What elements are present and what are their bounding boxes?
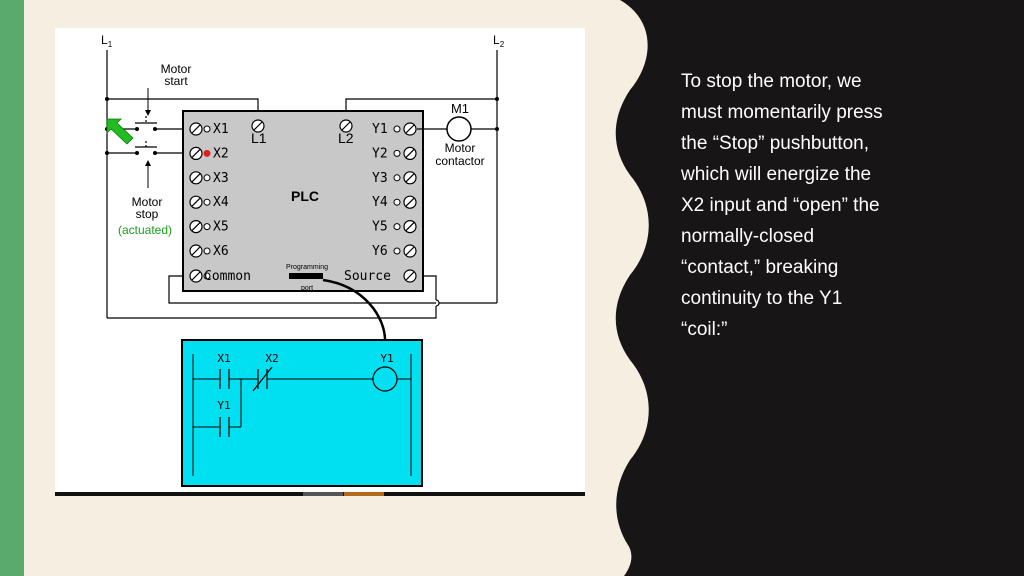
source-label: Source: [344, 269, 391, 284]
caption-line: continuity to the Y1: [681, 288, 843, 309]
output-terminal-y3: Y3: [372, 171, 417, 186]
ladder-y1-seal-label: Y1: [217, 399, 230, 412]
motor-contactor-coil: [446, 116, 472, 142]
plc-wiring-diagram: L1 L2 Motor start: [101, 33, 505, 487]
caption-line: X2 input and “open” the: [681, 195, 880, 216]
caption-line: normally-closed: [681, 226, 815, 247]
common-terminal: [189, 269, 211, 283]
plc-l2-label: L2: [338, 130, 354, 146]
output-label: Y4: [372, 195, 388, 210]
m1-label: M1: [451, 101, 469, 116]
input-terminal-x1: X1: [189, 122, 229, 137]
ladder-logic-screen: [181, 339, 423, 487]
ladder-x1-label: X1: [217, 352, 230, 365]
output-label: Y3: [372, 171, 388, 186]
common-label: Common: [204, 269, 251, 284]
plc-body: [182, 110, 424, 292]
output-label: Y1: [372, 122, 388, 137]
programming-port-label: Programming: [286, 264, 328, 271]
plc-l1-terminal: [251, 119, 265, 133]
plc-l1-label: L1: [251, 130, 267, 146]
caption-line: must momentarily press: [681, 102, 883, 123]
output-terminal-y5: Y5: [372, 220, 417, 235]
input-terminal-x2: X2: [189, 146, 229, 161]
input-label: X6: [213, 244, 229, 259]
input-terminal-x3: X3: [189, 171, 229, 186]
input-label: X1: [213, 122, 229, 137]
caption-line: To stop the motor, we: [681, 71, 862, 92]
motor-stop-label: Motor: [132, 195, 163, 209]
motor-contactor-label-2: contactor: [435, 154, 484, 168]
output-label: Y6: [372, 244, 388, 259]
slide-caption: To stop the motor, we must momentarily p…: [681, 66, 931, 345]
output-terminal-y4: Y4: [372, 195, 417, 210]
motor-contactor-label: Motor: [445, 141, 476, 155]
motor-start-label: Motor: [161, 62, 192, 76]
programming-port-label-2: port: [301, 285, 313, 292]
l2-label: L2: [493, 33, 505, 49]
motor-start-label-2: start: [164, 74, 188, 88]
input-terminal-x6: X6: [189, 244, 229, 259]
actuated-label: (actuated): [118, 223, 172, 237]
output-terminal-y1: Y1: [372, 122, 417, 137]
input-terminal-x4: X4: [189, 195, 229, 210]
image-bottom-accent: [303, 492, 343, 496]
programming-port: [289, 273, 323, 279]
plc-label: PLC: [291, 188, 319, 204]
output-label: Y2: [372, 146, 388, 161]
input-label: X2: [213, 146, 229, 161]
source-terminal: [403, 269, 417, 283]
output-terminal-y6: Y6: [372, 244, 417, 259]
ladder-y1-coil-label: Y1: [380, 352, 393, 365]
left-accent-stripe: [0, 0, 24, 576]
motor-stop-label-2: stop: [136, 207, 159, 221]
input-label: X3: [213, 171, 229, 186]
plc-l2-terminal: [339, 119, 353, 133]
programming-cable: [322, 278, 387, 341]
press-arrow-icon: [106, 118, 134, 145]
caption-line: “contact,” breaking: [681, 257, 839, 278]
input-label: X4: [213, 195, 229, 210]
caption-line: the “Stop” pushbutton,: [681, 133, 870, 154]
caption-line: which will energize the: [681, 164, 872, 185]
output-label: Y5: [372, 220, 388, 235]
input-terminal-x5: X5: [189, 220, 229, 235]
input-label: X5: [213, 220, 229, 235]
plc-diagram-image: L1 L2 Motor start: [55, 28, 585, 494]
image-bottom-accent-orange: [344, 492, 384, 496]
l1-label: L1: [101, 33, 113, 49]
caption-line: “coil:”: [681, 319, 728, 340]
output-terminal-y2: Y2: [372, 146, 417, 161]
ladder-x2-label: X2: [265, 352, 278, 365]
